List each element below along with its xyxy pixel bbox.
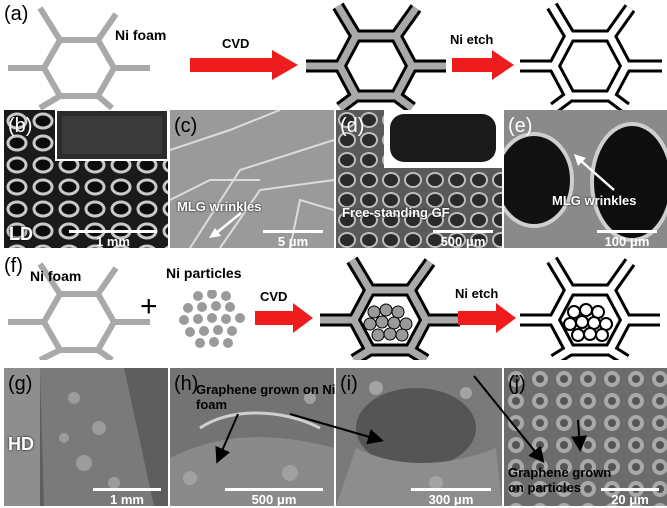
cvd-label: CVD: [222, 36, 250, 51]
hd-label: HD: [8, 434, 34, 454]
ni-foam-schematic: [8, 6, 150, 110]
sem-image-b: [4, 110, 168, 248]
panel-label-h: (h): [174, 373, 199, 395]
scale-bar-e: 100 μm: [596, 230, 658, 248]
ni-etch-label: Ni etch: [450, 32, 494, 47]
panel-label-d: (d): [340, 115, 365, 137]
ni-particles-schematic: [179, 290, 245, 348]
panel-label-g: (g): [8, 373, 33, 395]
panel-label-a: (a): [4, 3, 29, 25]
panel-label-f: (f): [4, 255, 23, 277]
arrow-to-h-foam: [215, 413, 239, 464]
sem-image-i: [336, 368, 502, 506]
scale-bar-i: 300 μm: [410, 488, 492, 506]
scale-bar-d: 500 μm: [432, 230, 494, 248]
hollow-graphene-foam-schematic: [520, 2, 662, 110]
scale-bar-h: 500 μm: [224, 488, 324, 506]
sem-image-g: [4, 368, 168, 506]
ni-etch-label-f: Ni etch: [455, 286, 499, 301]
ni-particles-label: Ni particles: [166, 265, 242, 281]
panel-label-j: (j): [508, 373, 526, 395]
ni-etch-arrow: [452, 50, 514, 80]
scale-bar-j: 20 μm: [600, 488, 660, 506]
arrow-to-j-particles-1: [473, 375, 545, 464]
arrow-to-i-foam: [289, 413, 384, 445]
scale-bar-b: 1 mm: [68, 230, 158, 248]
scale-bar-c: 5 μm: [262, 230, 324, 248]
graphene-coated-foam-schematic: [306, 2, 446, 110]
cvd-arrow-f: [255, 303, 313, 333]
particle-filled-foam-schematic: [320, 256, 460, 360]
plus-sign: +: [140, 290, 158, 323]
sem-image-c: [170, 110, 334, 248]
scale-bar-g: 1 mm: [92, 488, 162, 506]
ld-label: LD: [9, 224, 33, 244]
free-standing-gf-label: Free-standing GF: [342, 205, 450, 220]
ni-foam-schematic-f: [8, 262, 150, 360]
panel-label-e: (e): [508, 115, 533, 137]
sem-image-j: [504, 368, 667, 506]
sem-image-e: [504, 110, 667, 248]
cvd-arrow: [190, 50, 298, 80]
sem-image-d: [336, 110, 502, 248]
ni-foam-label-f: Ni foam: [30, 268, 82, 284]
ni-etch-arrow-f: [458, 303, 516, 333]
mlg-arrow-e: [574, 154, 615, 191]
arrow-to-j-particles-2: [571, 419, 588, 452]
mlg-wrinkles-label-e: MLG wrinkles: [552, 193, 637, 208]
mlg-arrow-c: [209, 212, 242, 238]
panel-label-b: (b): [8, 115, 33, 137]
graphene-particles-label: Graphene grown on particles: [508, 465, 612, 495]
panel-label-c: (c): [174, 115, 198, 137]
graphene-ni-foam-label: Graphene grown on Ni foam: [196, 382, 336, 412]
mlg-wrinkles-label-c: MLG wrinkles: [177, 199, 262, 214]
hollow-particle-foam-schematic: [520, 256, 660, 360]
ni-foam-label: Ni foam: [115, 27, 167, 43]
panel-label-i: (i): [340, 373, 358, 395]
cvd-label-f: CVD: [260, 289, 288, 304]
